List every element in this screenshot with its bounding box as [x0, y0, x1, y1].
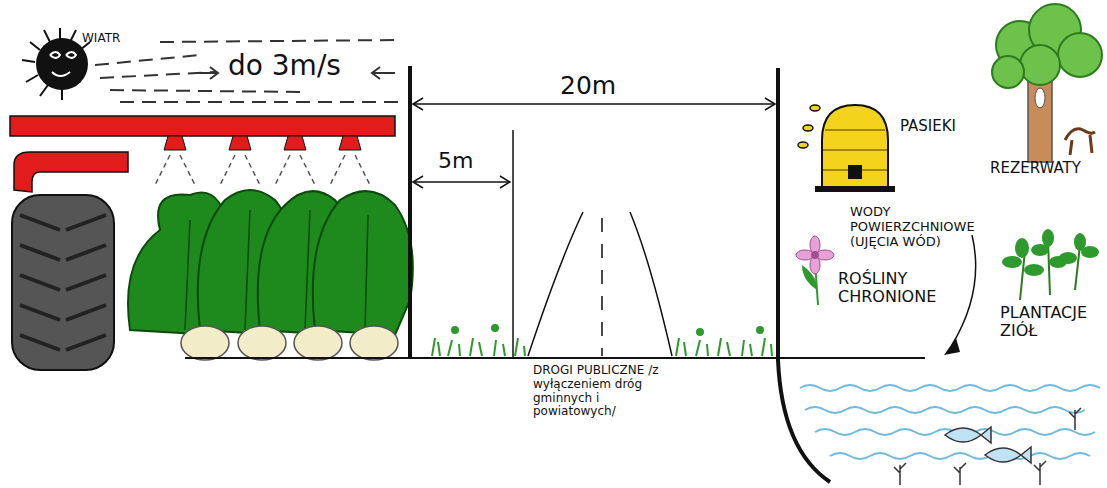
dimension-arrows — [413, 98, 775, 188]
public-roads-label: DROGI PUBLICZNE /z wyłączeniem dróg gmin… — [533, 364, 663, 419]
sprayer-boom — [10, 116, 395, 185]
tractor-tyre — [12, 195, 114, 370]
herb-plants — [1002, 229, 1099, 300]
tractor-fender — [14, 152, 128, 192]
grass-flowers — [451, 324, 764, 336]
tree — [992, 4, 1102, 162]
surface-water-label: WODY POWIERZCHNIOWE (UJĘCIA WÓD) — [850, 205, 1010, 250]
reserve-label: REZERWATY — [990, 160, 1107, 177]
protected-flower — [796, 236, 834, 305]
buffer-5m-line — [512, 130, 514, 358]
dimension-label: 20m — [560, 72, 650, 101]
dimension-label: 5m — [438, 148, 498, 173]
grass — [432, 338, 772, 356]
sugar-beets — [128, 190, 413, 360]
wind-lines — [95, 40, 400, 102]
surface-water — [800, 385, 1100, 485]
wind-speed-label: do 3m/s — [228, 50, 398, 82]
water-pointer — [944, 235, 976, 355]
field-edge — [408, 66, 412, 358]
ground-line — [185, 357, 925, 359]
herb-plantations-label: PLANTACJE ZIÓŁ — [1000, 304, 1105, 341]
beehive — [798, 105, 895, 192]
protected-plants-label: ROŚLINY CHRONIONE — [838, 270, 948, 307]
wind-face — [22, 28, 90, 100]
wind-label: WIATR — [82, 32, 162, 46]
road — [528, 212, 672, 356]
apiary-label: PASIEKI — [900, 118, 1000, 135]
